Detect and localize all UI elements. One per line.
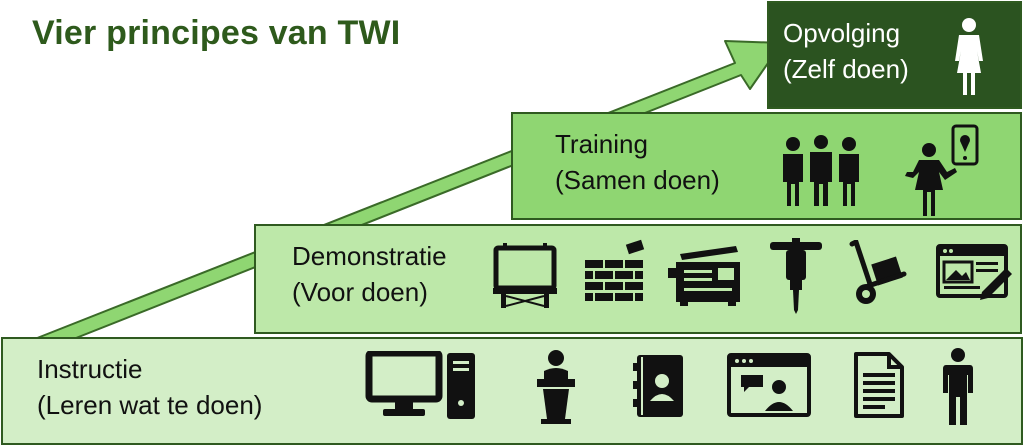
page-title: Vier principes van TWI: [32, 14, 401, 52]
step-instructie-subtitle: (Leren wat te doen): [37, 390, 263, 420]
jackhammer-icon: [770, 238, 822, 314]
step-instructie-title: Instructie: [37, 354, 143, 384]
hand-truck-icon: [849, 240, 907, 304]
step-training-subtitle: (Samen doen): [555, 165, 720, 195]
group-of-people-icon: [783, 135, 859, 206]
printer-machine-icon: [668, 246, 740, 306]
step-opvolging-title: Opvolging: [783, 18, 901, 48]
web-editor-icon: [936, 244, 1012, 300]
step-instructie: Instructie (Leren wat te doen): [1, 337, 1023, 445]
step-training: Training (Samen doen): [511, 112, 1022, 220]
desktop-computer-icon: [365, 351, 475, 419]
contact-book-icon: [633, 355, 683, 417]
video-call-icon: [727, 353, 811, 417]
woman-with-phone-icon: [905, 124, 979, 216]
step-demonstratie: Demonstratie (Voor doen): [254, 224, 1022, 334]
speaker-podium-icon: [537, 350, 575, 424]
person-standing-icon: [943, 348, 973, 425]
document-icon: [854, 352, 904, 418]
step-demonstratie-subtitle: (Voor doen): [292, 277, 428, 307]
step-opvolging-subtitle: (Zelf doen): [783, 54, 909, 84]
step-demonstratie-title: Demonstratie: [292, 241, 447, 271]
woman-standing-icon: [955, 18, 983, 95]
billboard-icon: [493, 243, 557, 308]
brick-wall-icon: [585, 239, 645, 301]
step-opvolging: Opvolging (Zelf doen): [767, 1, 1022, 109]
step-training-title: Training: [555, 129, 648, 159]
